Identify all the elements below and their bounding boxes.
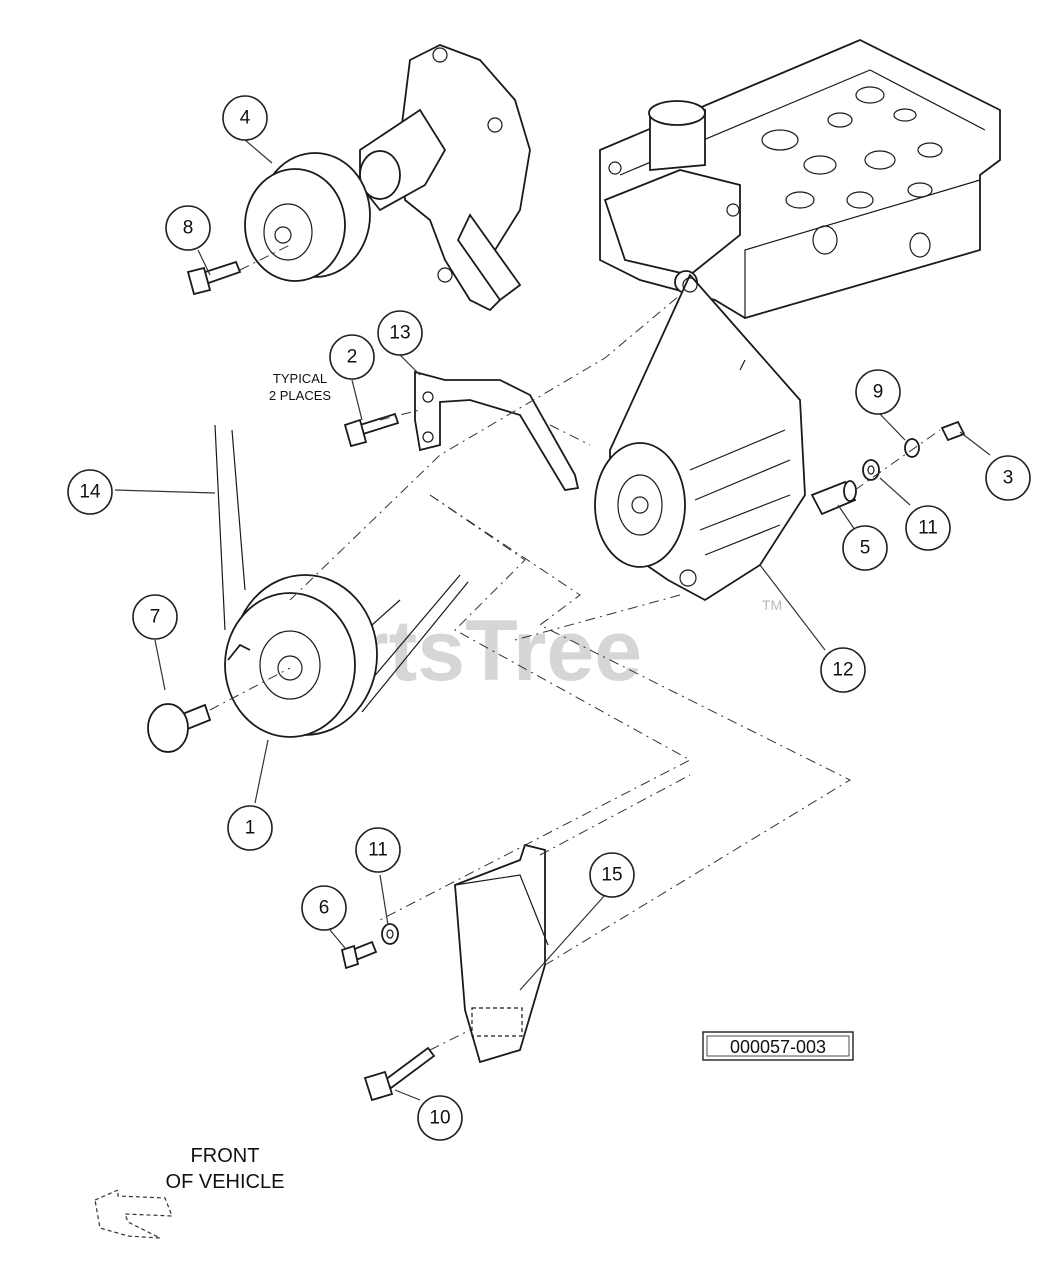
belt-guard [454, 843, 549, 1064]
water-pump [359, 44, 531, 312]
drawing-number: 000057-003 [730, 1037, 826, 1057]
callout-13: 13 [377, 310, 423, 356]
callout-15: 15 [589, 852, 635, 898]
svg-text:8: 8 [183, 218, 194, 239]
callout-7: 7 [132, 594, 178, 640]
nut-3 [940, 420, 966, 442]
callout-11-upper: 11 [905, 505, 951, 551]
svg-text:11: 11 [368, 840, 388, 861]
callout-11-lower: 11 [355, 827, 401, 873]
svg-text:1: 1 [245, 818, 256, 839]
callout-8: 8 [165, 205, 211, 251]
svg-text:15: 15 [601, 865, 622, 886]
svg-text:2: 2 [347, 347, 358, 368]
bolt-8 [186, 260, 242, 296]
callout-12: 12 [820, 647, 866, 693]
svg-text:9: 9 [873, 382, 884, 403]
callout-1: 1 [227, 805, 273, 851]
alternator-bracket [414, 370, 580, 491]
typical-note-line1: TYPICAL [273, 371, 327, 386]
assembly-lines [209, 244, 941, 1051]
lock-washer-9 [904, 438, 920, 458]
cylinder-head [599, 39, 1001, 319]
svg-text:13: 13 [389, 323, 410, 344]
svg-text:5: 5 [860, 538, 871, 559]
svg-text:12: 12 [832, 660, 853, 681]
callout-6: 6 [301, 885, 347, 931]
callout-4: 4 [222, 95, 268, 141]
alternator [594, 273, 806, 602]
bolt-7 [147, 703, 212, 753]
callout-14: 14 [67, 469, 113, 515]
svg-text:10: 10 [429, 1108, 450, 1129]
svg-text:3: 3 [1003, 468, 1014, 489]
front-label-line1: FRONT [191, 1145, 260, 1167]
svg-text:7: 7 [150, 607, 161, 628]
svg-text:14: 14 [79, 482, 101, 503]
bolt-10 [363, 1046, 436, 1102]
washer-11-upper [862, 459, 880, 481]
drawing-number-box: 000057-003 [702, 1031, 854, 1061]
typical-note: TYPICAL 2 PLACES [269, 371, 331, 403]
svg-text:4: 4 [240, 108, 251, 129]
front-label-line2: OF VEHICLE [166, 1171, 285, 1193]
water-pump-pulley [244, 152, 371, 282]
svg-text:11: 11 [918, 518, 938, 539]
callout-9: 9 [855, 369, 901, 415]
bolt-2 [343, 412, 400, 448]
watermark-tm: TM [762, 597, 782, 613]
front-arrow-icon [94, 1189, 173, 1239]
crank-pulley [224, 574, 378, 738]
typical-note-line2: 2 PLACES [269, 388, 331, 403]
front-of-vehicle: FRONT OF VEHICLE [94, 1145, 285, 1239]
svg-text:6: 6 [319, 898, 330, 919]
leader-lines [114, 139, 991, 1101]
callout-5: 5 [842, 525, 888, 571]
callout-10: 10 [417, 1095, 463, 1141]
washer-11-lower [381, 923, 399, 945]
callout-2: 2 [329, 334, 375, 380]
spacer-5 [810, 480, 857, 516]
bolt-6 [340, 940, 378, 970]
callout-3: 3 [985, 455, 1031, 501]
